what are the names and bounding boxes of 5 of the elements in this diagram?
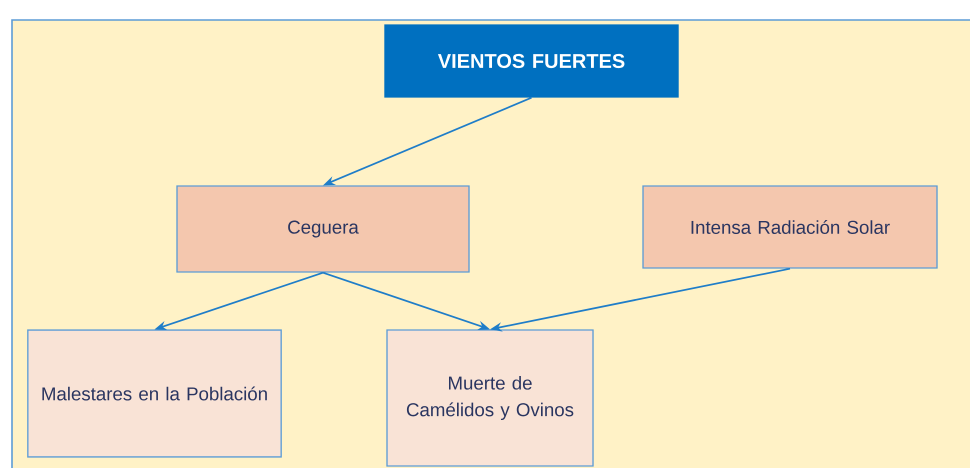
effect-box: Malestares en la Población [27, 329, 282, 458]
title-box: VIENTOS FUERTES [384, 24, 679, 98]
cause-box: Ceguera [176, 185, 470, 273]
cause-box: Intensa Radiación Solar [642, 185, 938, 269]
effect-box: Muerte de Camélidos y Ovinos [386, 329, 594, 467]
